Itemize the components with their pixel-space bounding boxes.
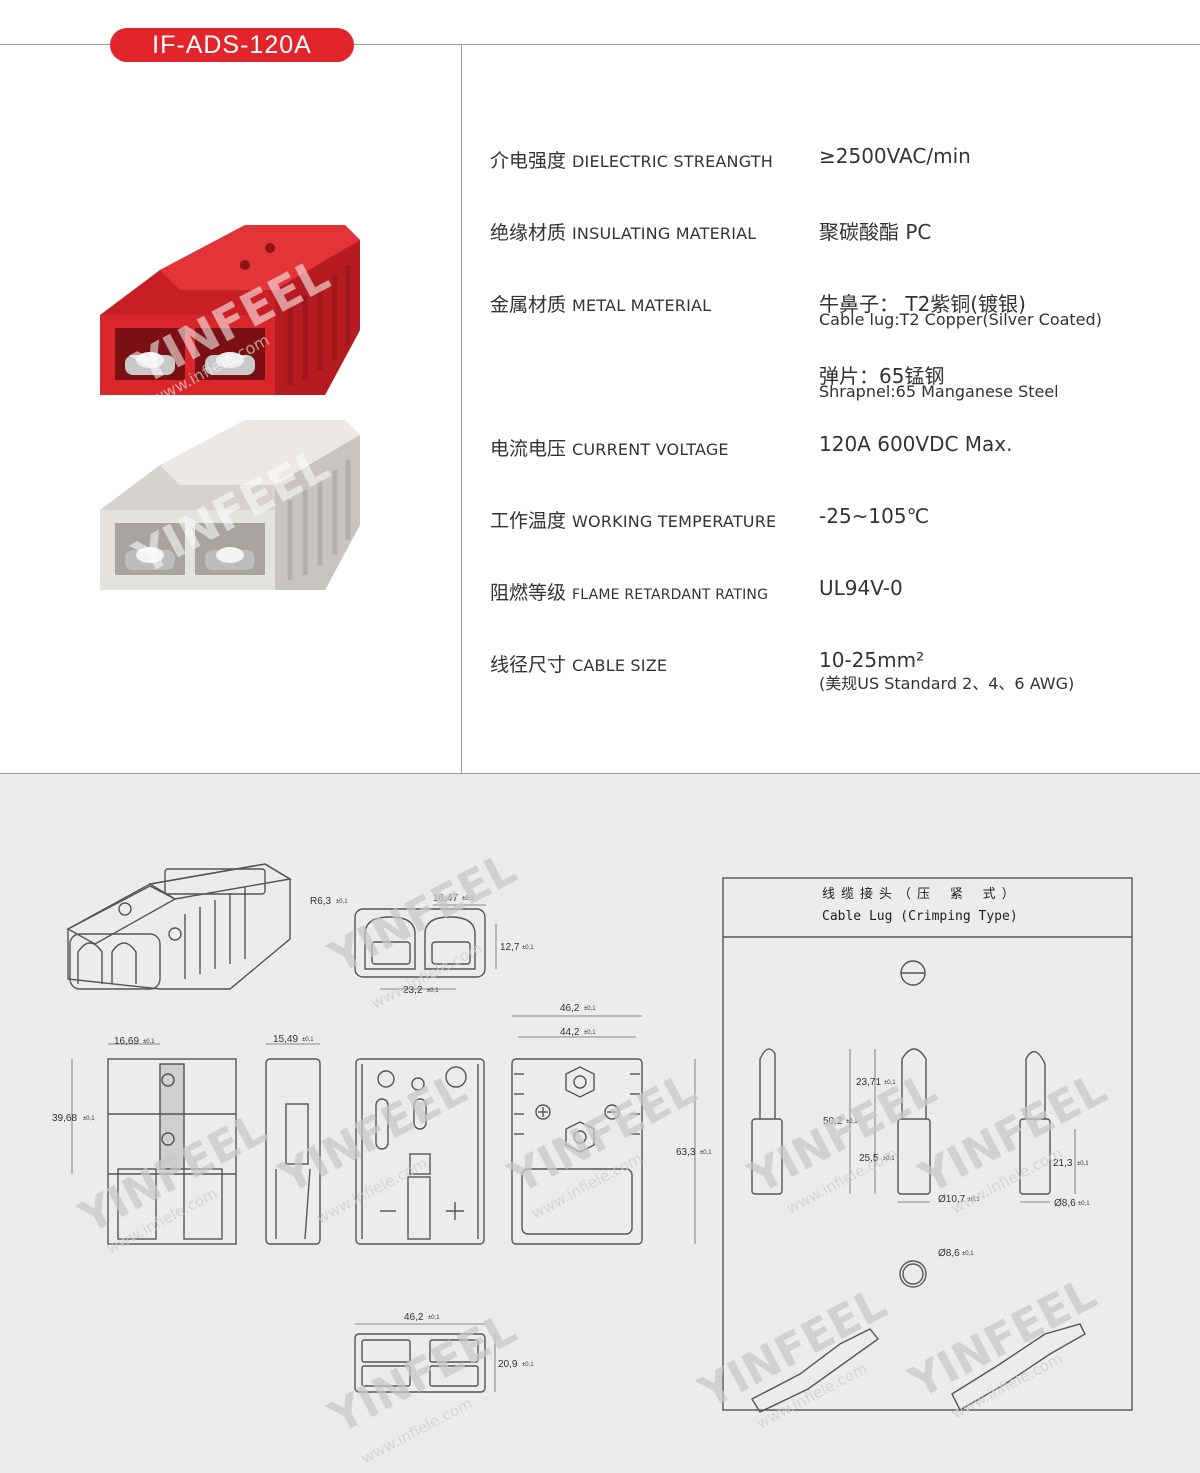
- red-connector-image: [100, 225, 360, 395]
- spec-sub-shrapnel: Shrapnel:65 Manganese Steel: [819, 382, 1059, 401]
- dim-r63: R6,3: [310, 896, 332, 907]
- dim-3968: 39,68: [52, 1113, 77, 1124]
- dim-127: 12,7: [500, 942, 520, 953]
- dim-tol: ±0,1: [968, 1197, 980, 1203]
- spec-value-cable-size: 10-25mm²: [819, 648, 925, 672]
- dim-tol: ±0,1: [884, 1080, 896, 1086]
- dim-442: 44,2: [560, 1027, 580, 1038]
- dim-tol: ±0,1: [428, 1315, 440, 1321]
- spec-sub-cable-size: (美规US Standard 2、4、6 AWG): [819, 674, 1075, 693]
- dim-tol: ±0,1: [427, 988, 439, 994]
- dim-1669: 16,69: [114, 1036, 139, 1047]
- dim-tol: ±0,1: [302, 1037, 314, 1043]
- cable-lug-title-cn: 线缆接头（压 紧 式）: [822, 886, 1021, 902]
- top-view: [511, 1058, 643, 1245]
- cable-lug-panel: [722, 877, 1133, 1413]
- front-view: [354, 908, 486, 978]
- dim-tol: ±0,1: [522, 945, 534, 951]
- side-view: [265, 1058, 321, 1245]
- spec-value-dielectric: ≥2500VAC/min: [819, 144, 971, 168]
- dim-d86b: Ø8,6: [938, 1248, 960, 1259]
- dim-tol: ±0,1: [83, 1116, 95, 1122]
- spec-value-flame: UL94V-0: [819, 576, 903, 600]
- dim-tol: ±0,1: [1078, 1201, 1090, 1207]
- section-divider: [0, 773, 1200, 774]
- dim-d86: Ø8,6: [1054, 1198, 1076, 1209]
- dim-tol: ±0,1: [336, 899, 348, 905]
- dim-tol: ±0,1: [584, 1006, 596, 1012]
- spec-value-shrapnel: 弹片：65锰钢: [819, 364, 945, 388]
- model-badge: IF-ADS-120A: [110, 28, 354, 62]
- dimension-lines: [71, 904, 696, 1392]
- dim-tol: ±0,1: [143, 1039, 155, 1045]
- cable-lug-title-en: Cable Lug (Crimping Type): [822, 909, 1018, 924]
- grey-connector-image: [100, 420, 360, 590]
- svg-text:YINFEEL: YINFEEL: [320, 843, 524, 984]
- top-rule: [0, 44, 1200, 45]
- section-view: [107, 1058, 237, 1245]
- dim-1549: 15,49: [273, 1034, 298, 1045]
- dim-255: 25,5: [859, 1153, 879, 1164]
- spec-value-temperature: -25~105℃: [819, 504, 930, 528]
- dim-232: 23,2: [403, 985, 423, 996]
- dim-209: 20,9: [498, 1359, 518, 1370]
- dim-tol: ±0,1: [962, 1251, 974, 1257]
- bottom-view: [354, 1333, 486, 1393]
- spec-value-current: 120A 600VDC Max.: [819, 432, 1013, 456]
- product-photos: YINFEEL www.infiele.com YINFEEL: [100, 225, 360, 590]
- vertical-divider: [461, 44, 462, 774]
- dim-1647: 16,47: [433, 893, 458, 904]
- technical-drawing: R6,3 ±0,1 16,47 ±0,1 12,7 ±0,1 23,2 ±0,1…: [52, 843, 1133, 1468]
- dim-tol: ±0,1: [522, 1362, 534, 1368]
- dim-213: 21,3: [1053, 1158, 1073, 1169]
- dim-d107: Ø10,7: [938, 1194, 966, 1205]
- spec-value-insulating: 聚碳酸酯 PC: [819, 220, 932, 244]
- dim-2371: 23,71: [856, 1077, 881, 1088]
- dim-tol: ±0,1: [700, 1150, 712, 1156]
- spec-sub-metal: Cable lug:T2 Copper(Silver Coated): [819, 310, 1102, 329]
- isometric-view: [66, 863, 292, 990]
- dim-633: 63,3: [676, 1147, 696, 1158]
- dim-462b: 46,2: [404, 1312, 424, 1323]
- dimension-labels: R6,3 ±0,1 16,47 ±0,1 12,7 ±0,1 23,2 ±0,1…: [52, 886, 1090, 1370]
- spec-value-metal: 牛鼻子： T2紫铜(镀银): [819, 292, 1026, 316]
- dim-tol: ±0,1: [883, 1156, 895, 1162]
- dim-502: 50,2: [823, 1116, 843, 1127]
- dim-tol: ±0,1: [462, 896, 474, 902]
- back-view: [355, 1058, 485, 1245]
- dim-tol: ±0,1: [1077, 1161, 1089, 1167]
- cable-lug-dimension-lines: [849, 1049, 1076, 1203]
- dim-tol: ±0,1: [846, 1119, 858, 1125]
- model-title: IF-ADS-120A: [152, 30, 312, 59]
- dim-tol: ±0,1: [584, 1030, 596, 1036]
- technical-drawing-area: R6,3 ±0,1 16,47 ±0,1 12,7 ±0,1 23,2 ±0,1…: [0, 774, 1200, 1473]
- dim-462: 46,2: [560, 1003, 580, 1014]
